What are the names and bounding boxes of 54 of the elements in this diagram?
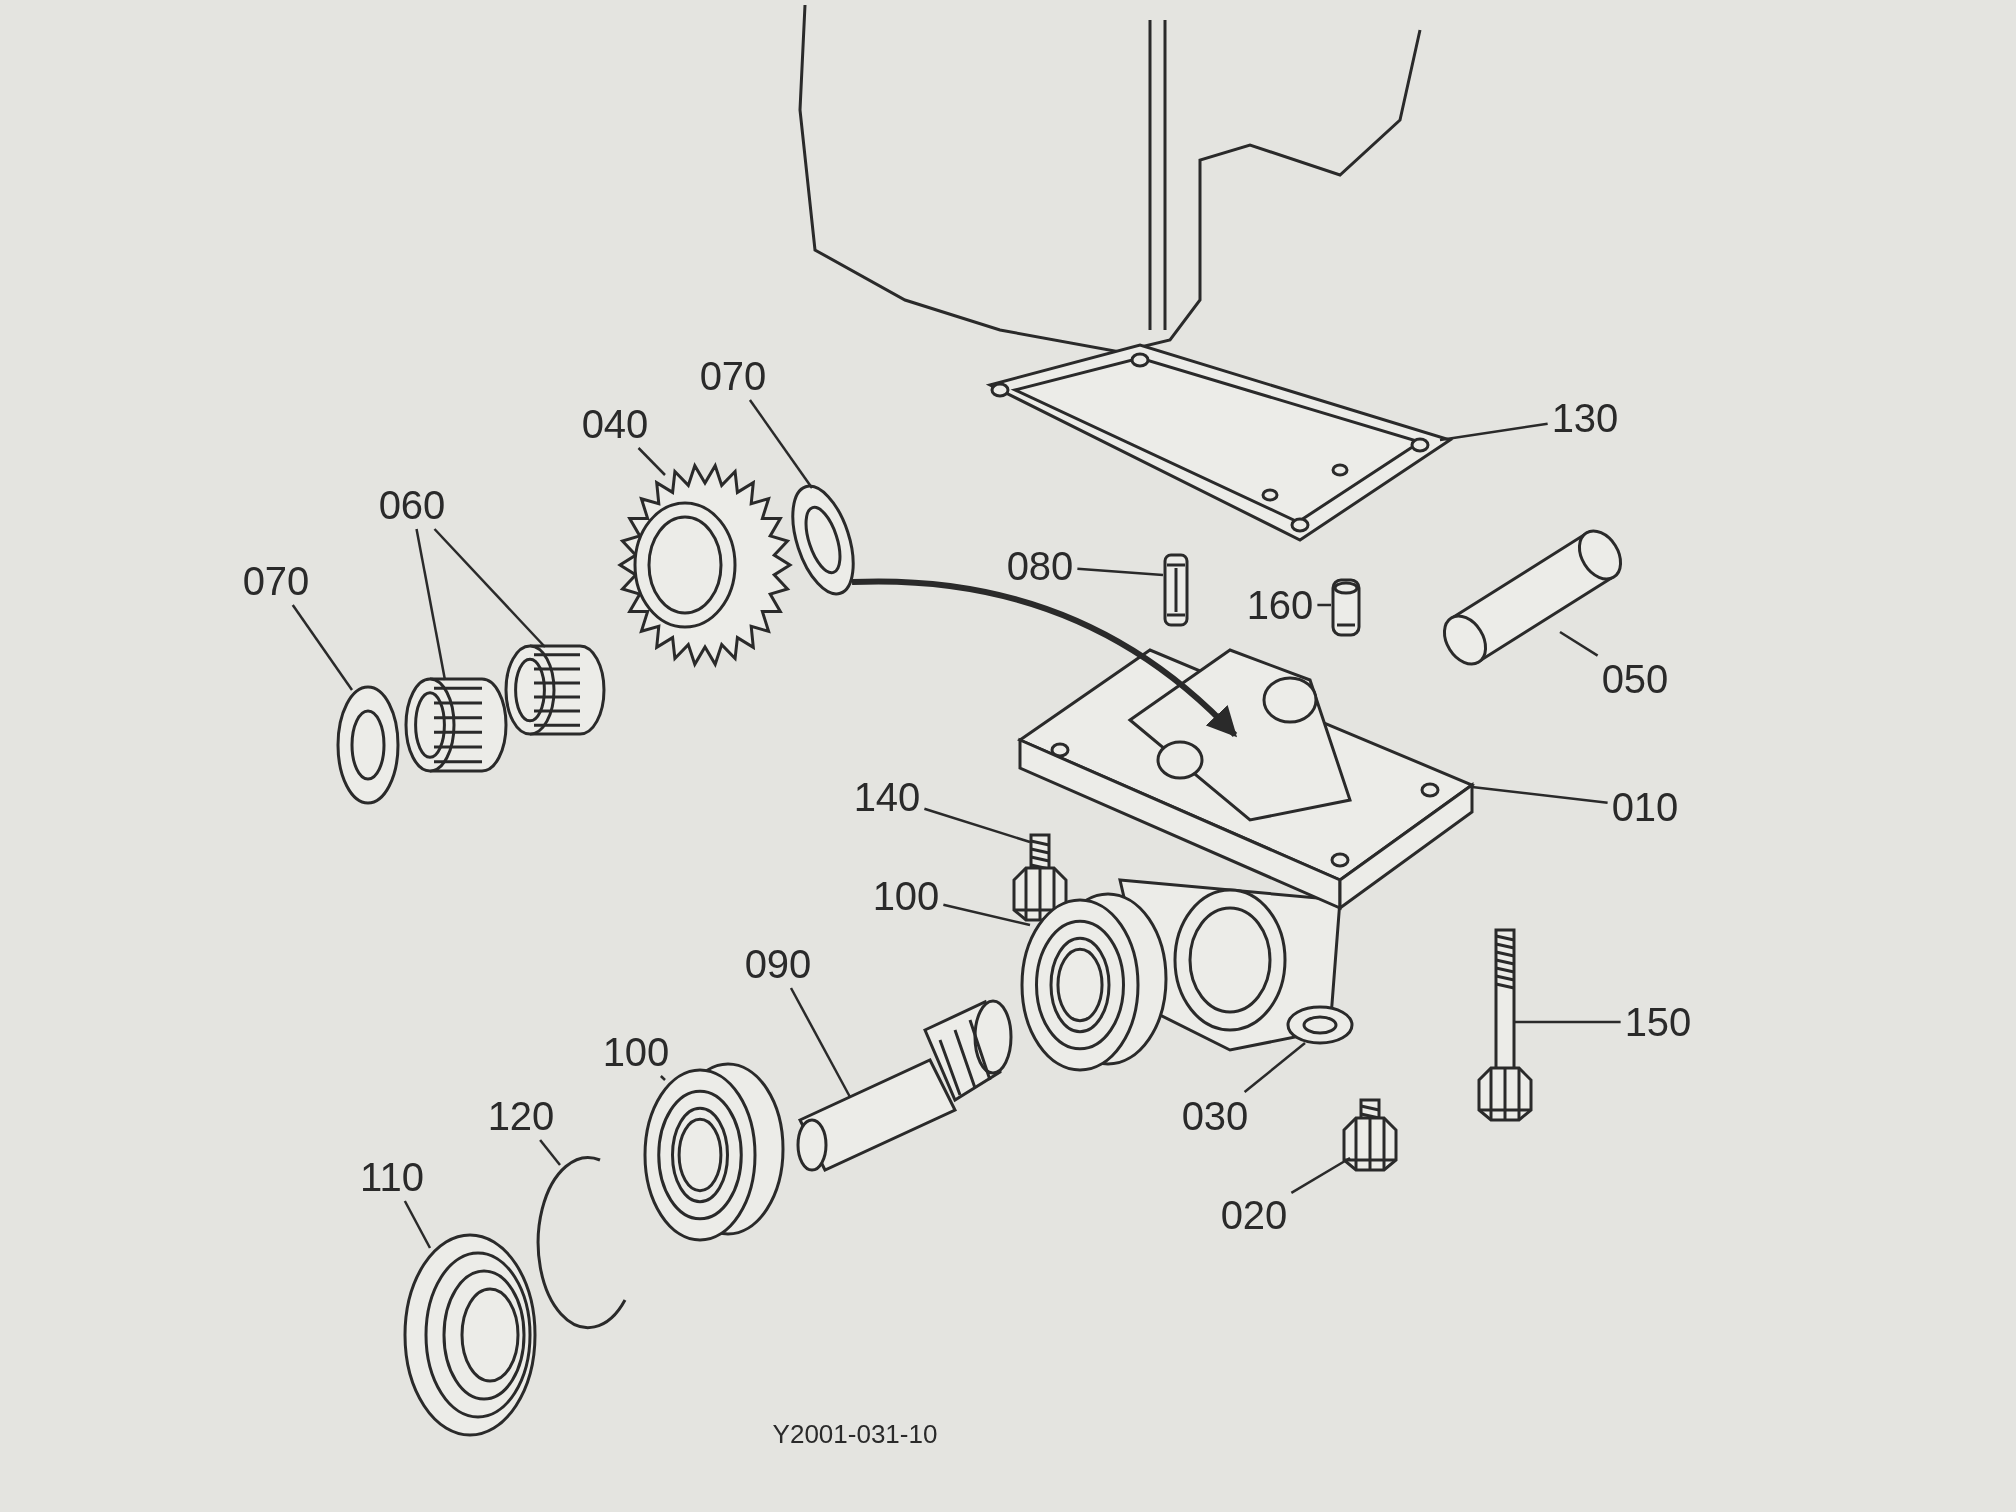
drain-plug-drawing: [1342, 1098, 1398, 1172]
callout-number: 150: [1624, 1002, 1692, 1042]
leader-line: [1559, 630, 1599, 657]
leader-line: [1317, 603, 1331, 607]
leader-line: [637, 447, 666, 476]
callout-number: 010: [1611, 787, 1679, 827]
gear-shaft-drawing: [796, 999, 1013, 1172]
callout-number: 110: [360, 1157, 424, 1197]
needle-bearing-drawing: [504, 644, 606, 736]
callout-number: 160: [1246, 585, 1314, 625]
leader-line: [433, 528, 546, 648]
callout-number: 130: [1551, 398, 1619, 438]
leader-line: [1515, 1020, 1621, 1024]
callout-number: 030: [1181, 1096, 1249, 1136]
washer-drawing: [1286, 1005, 1354, 1045]
callout-number: 040: [581, 404, 649, 444]
callout-number: 070: [699, 356, 767, 396]
washer-drawing: [336, 685, 400, 805]
assembly-arrow: [851, 578, 1238, 738]
leader-line: [539, 1139, 561, 1166]
leader-line: [415, 528, 447, 681]
leader-line: [660, 1075, 666, 1081]
leader-line: [1243, 1042, 1306, 1093]
callout-number: 070: [242, 561, 310, 601]
drawing-number: Y2001-031-10: [772, 1421, 938, 1447]
callout-number: 120: [487, 1096, 555, 1136]
leader-line: [789, 987, 852, 1098]
pin-drawing: [1163, 553, 1189, 627]
bolt-drawing: [1477, 928, 1533, 1122]
leader-line: [1471, 785, 1608, 804]
leader-line: [1439, 422, 1548, 442]
leader-line: [403, 1200, 432, 1249]
snap-ring-drawing: [536, 1156, 627, 1329]
leader-line: [924, 807, 1031, 844]
leader-line: [748, 399, 814, 489]
leader-line: [1077, 567, 1164, 577]
callout-number: 100: [602, 1032, 670, 1072]
sleeve-drawing: [1442, 529, 1623, 666]
gear-drawing: [617, 462, 793, 668]
callout-number: 020: [1220, 1195, 1288, 1235]
gasket-drawing: [985, 343, 1454, 542]
washer-drawing: [791, 484, 855, 596]
callout-number: 090: [744, 944, 812, 984]
callout-number: 100: [872, 876, 940, 916]
needle-bearing-drawing: [404, 677, 508, 773]
callout-number: 050: [1601, 659, 1669, 699]
oil-seal-drawing: [403, 1233, 537, 1437]
dowel-pin-drawing: [1331, 578, 1361, 637]
leader-line: [291, 604, 354, 691]
ball-bearing-drawing: [1020, 892, 1168, 1072]
callout-number: 060: [378, 485, 446, 525]
callout-number: 140: [853, 777, 921, 817]
leader-line: [1290, 1156, 1351, 1194]
callout-number: 080: [1006, 546, 1074, 586]
